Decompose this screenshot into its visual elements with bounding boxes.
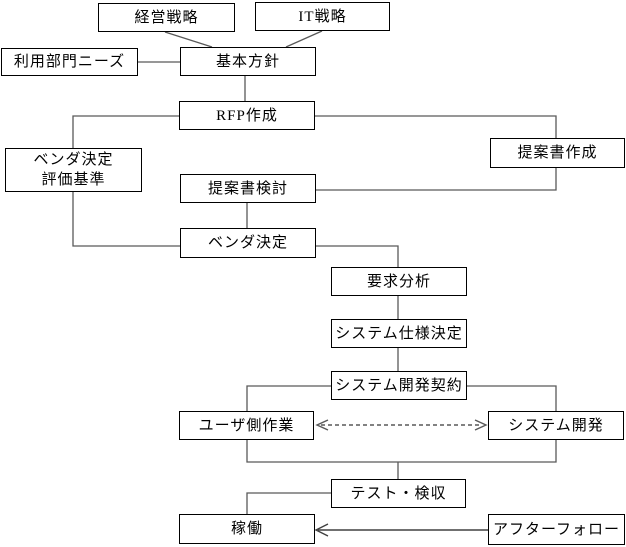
node-operation: 稼働 (179, 514, 315, 544)
dashed-arrowhead-left (315, 419, 329, 431)
node-system-development: システム開発 (488, 411, 624, 440)
edge-proposalcreation-to-review (316, 168, 557, 191)
node-after-follow: アフターフォロー (488, 514, 625, 545)
node-management-strategy: 経営戦略 (98, 3, 235, 32)
node-system-dev-contract: システム開発契約 (331, 371, 467, 400)
node-test-acceptance: テスト・検収 (331, 479, 466, 508)
node-it-strategy: IT戦略 (255, 2, 390, 31)
node-rfp-creation: RFP作成 (179, 101, 315, 130)
edge-contract-to-sysdev (467, 385, 557, 411)
edge-criteria-to-vendordecision (72, 192, 180, 247)
node-user-dept-needs: 利用部門ニーズ (1, 48, 138, 76)
edge-merge-to-test (246, 440, 557, 479)
edge-rfp-to-proposalcreation (315, 115, 557, 138)
arrowhead-operation (314, 523, 329, 537)
edge-contract-to-userwork (246, 385, 331, 411)
node-basic-policy: 基本方針 (180, 47, 316, 76)
node-user-side-work: ユーザ側作業 (179, 411, 314, 440)
edge-rfp-to-criteria (72, 115, 179, 148)
edge-it-to-policy (285, 30, 323, 48)
node-system-spec-decision: システム仕様決定 (331, 319, 467, 348)
dashed-arrowhead-right (474, 419, 488, 431)
node-proposal-creation: 提案書作成 (490, 138, 625, 168)
edge-vendordecision-to-requirements (316, 245, 399, 267)
node-proposal-review: 提案書検討 (180, 174, 316, 203)
node-vendor-decision: ベンダ決定 (180, 228, 316, 258)
edge-test-to-operation (246, 492, 331, 514)
node-vendor-decision-criteria: ベンダ決定 評価基準 (5, 148, 142, 192)
edge-management-to-policy (164, 31, 213, 48)
node-requirements-analysis: 要求分析 (331, 267, 467, 296)
